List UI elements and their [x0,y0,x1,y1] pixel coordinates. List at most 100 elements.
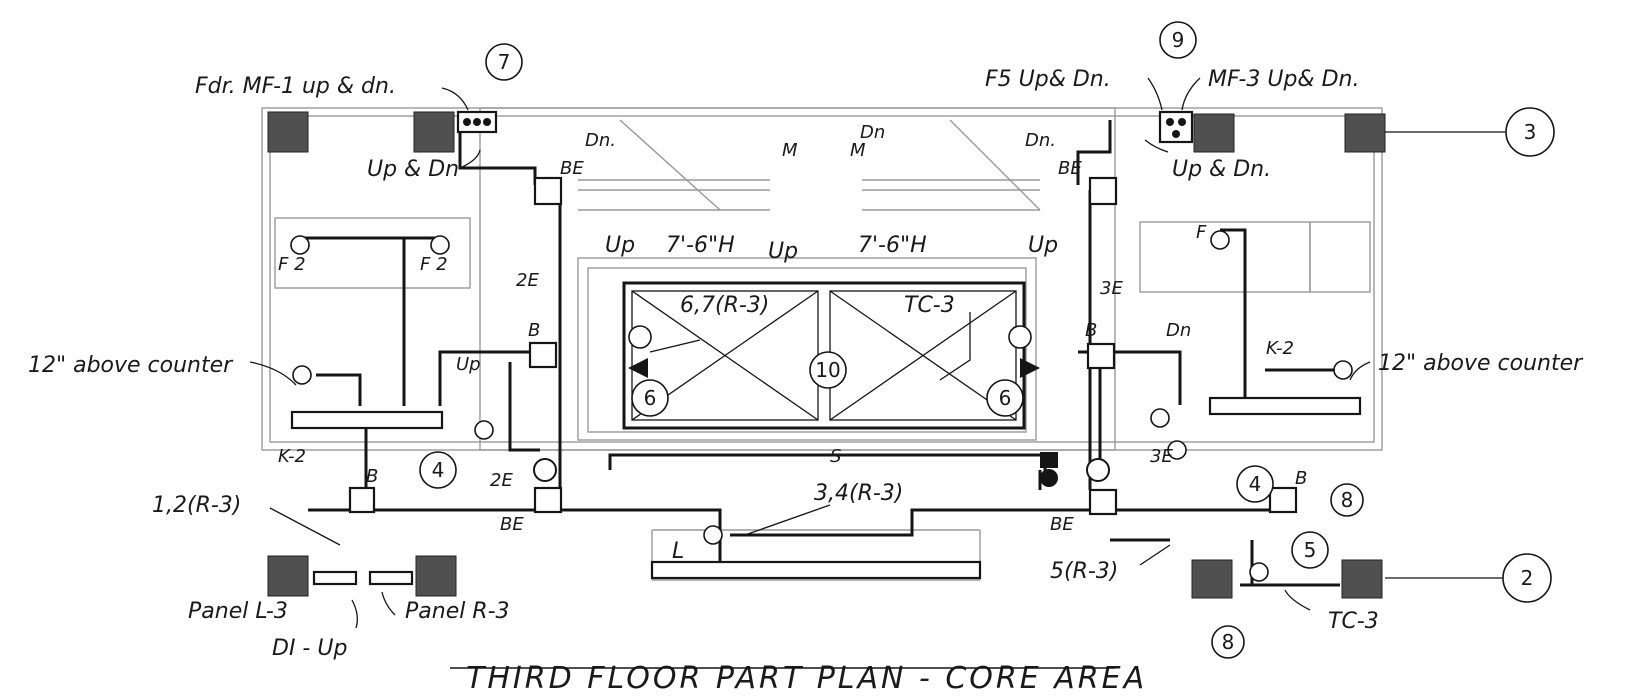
column [1191,559,1233,599]
label-3e-lower: 3E [1150,446,1173,467]
junction-box-icon [1086,342,1116,370]
label-2e-upper: 2E [516,270,539,291]
panel-l [650,560,982,580]
label-s-center: S [830,446,841,467]
label-m-left: M [782,140,798,161]
label-be-upper-left: BE [560,158,584,179]
label-dn-left: Dn. [585,130,616,151]
column [1193,113,1235,153]
columns [267,111,1386,599]
label-up-left: Up [605,233,635,258]
arrow-icon [628,358,648,378]
bubble-7: 7 [498,50,511,74]
label-f2-left: F 2 [278,254,306,275]
junction-box-icon [533,486,563,514]
disconnect-icon [1040,469,1058,487]
junction-box-icon [348,486,376,514]
panel-l3 [312,570,358,586]
label-dn-center: Dn [860,122,885,143]
arrow-icon [1020,358,1040,378]
receptacle-icon [1333,360,1353,380]
label-f2-right: F 2 [420,254,448,275]
annotations: Fdr. MF-1 up & dn. F5 Up& Dn. MF-3 Up& D… [28,67,1584,661]
label-up-center: Up [768,239,798,264]
drawing-title: THIRD FLOOR PART PLAN - CORE AREA [450,661,1144,696]
building-walls [261,107,1383,581]
bubble-6-right: 6 [999,386,1012,410]
junction-box-icon [528,341,558,369]
bubble-5: 5 [1304,538,1317,562]
counter-k2-right [1208,396,1362,416]
label-dn-right: Dn. [1025,130,1056,151]
column [267,111,309,153]
label-b-right-lower: B [1295,468,1307,489]
label-height-left: 7'-6"H [666,233,735,258]
bubble-3: 3 [1524,120,1537,144]
label-up-dn-left: Up & Dn [367,157,459,182]
label-above-counter-left: 12" above counter [28,353,234,378]
receptacle-icon [703,525,723,545]
circuit-wiring [300,120,1340,587]
label-di-up: DI - Up [272,636,347,661]
column [1344,113,1386,153]
bubble-8-upper: 8 [1341,488,1354,512]
label-up-small: Up [456,354,481,375]
label-above-counter-right: 12" above counter [1378,351,1584,376]
label-k2-right: K-2 [1266,338,1294,359]
column [1341,559,1383,599]
label-r3-5: 5(R-3) [1050,559,1118,584]
label-b-left-lower: B [366,466,378,487]
fixture-icon [290,235,310,255]
label-m-right: M [850,140,866,161]
junction-boxes [348,176,1298,516]
label-up-right: Up [1028,233,1058,258]
bubble-10: 10 [815,358,840,382]
receptacle-icon [1249,562,1269,582]
label-r3-12: 1,2(R-3) [152,493,241,518]
leader-lines [249,77,1371,629]
label-fdr-mf1: Fdr. MF-1 up & dn. [195,74,396,99]
label-panel-r3: Panel R-3 [405,599,510,624]
label-f4: F [1196,222,1207,243]
label-tc3-lower: TC-3 [1328,609,1379,634]
bubble-6-left: 6 [644,386,657,410]
label-be-upper-right: BE [1058,158,1082,179]
label-b-left-upper: B [528,320,540,341]
panel-r3 [368,570,414,586]
junction-box-icon [1150,408,1170,428]
bubble-9: 9 [1172,28,1185,52]
label-dn-lower-right: Dn [1166,320,1191,341]
disconnect-icon [1040,452,1058,468]
label-k2-left: K-2 [278,446,306,467]
junction-box-icon [474,420,494,440]
motor-icon [533,458,557,482]
label-height-right: 7'-6"H [858,233,927,258]
label-up-dn-right: Up & Dn. [1172,157,1271,182]
fixture-icon [430,235,450,255]
column [413,111,455,153]
junction-box-icon [1088,176,1118,206]
bubble-8-lower: 8 [1222,630,1235,654]
junction-box-icon [628,325,652,349]
bubble-4-left: 4 [432,458,445,482]
label-l: L [672,539,684,564]
bubble-4-right: 4 [1249,472,1262,496]
label-tc3-upper: TC-3 [904,293,955,318]
label-f5: F5 Up& Dn. [985,67,1111,92]
label-panel-l3: Panel L-3 [188,599,288,624]
junction-box-icon [1268,486,1298,514]
motor-icon [1086,458,1110,482]
receptacle-icon [292,365,312,385]
bubble-2: 2 [1521,566,1534,590]
junction-box-icon [1088,488,1118,516]
column [415,555,457,597]
fixture-icon [1210,230,1230,250]
junction-box-icon [533,176,563,206]
label-r3-34: 3,4(R-3) [814,481,903,506]
junction-box-icon [1008,325,1032,349]
label-mf3: MF-3 Up& Dn. [1208,67,1359,92]
label-b-right-upper: B [1085,320,1097,341]
label-be-lower-left: BE [500,514,524,535]
label-r3-67: 6,7(R-3) [680,293,769,318]
